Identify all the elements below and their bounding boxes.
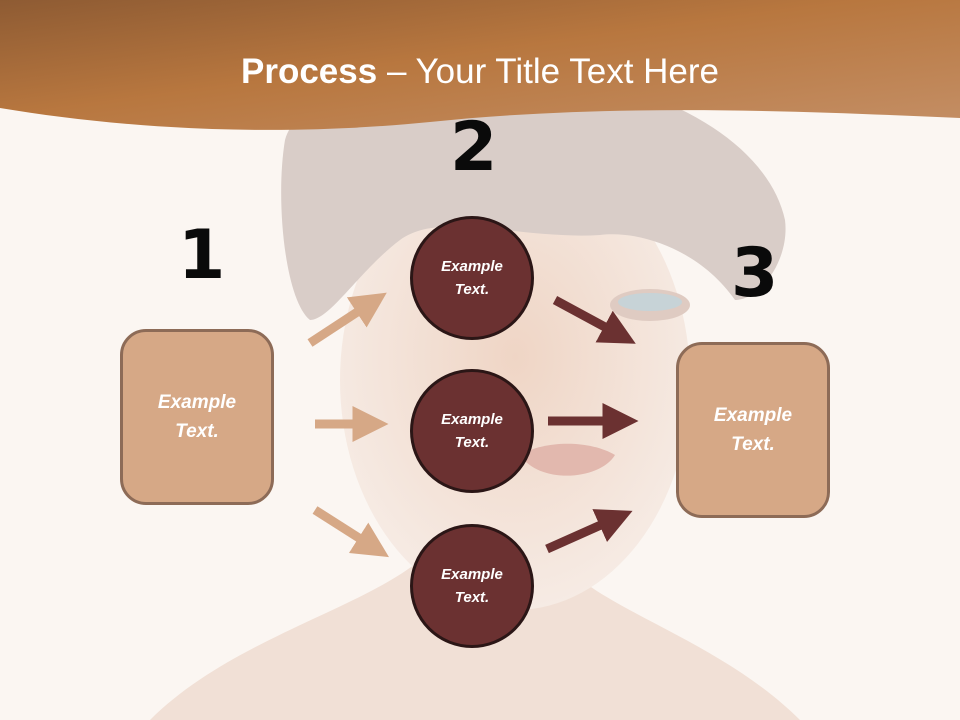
arrow-left-to-top	[307, 292, 387, 347]
step-2-circle-middle: Example Text.	[410, 369, 534, 493]
slide-title: Process – Your Title Text Here	[0, 52, 960, 92]
step-3-box: Example Text.	[676, 342, 830, 518]
step-number-2: 2	[450, 108, 498, 187]
step-2-circle-bottom: Example Text.	[410, 524, 534, 648]
circle-middle-line2: Text.	[454, 434, 490, 451]
step-1-text-line2: Text.	[175, 421, 219, 442]
arrow-left-to-bottom	[312, 506, 389, 558]
step-1-box: Example Text.	[120, 329, 274, 505]
circle-middle-line1: Example	[441, 411, 503, 428]
circle-bottom-line2: Text.	[454, 589, 490, 606]
step-2-circle-top: Example Text.	[410, 216, 534, 340]
arrow-top-to-right	[552, 296, 636, 344]
step-3-text-line2: Text.	[731, 434, 775, 455]
step-1-text-line1: Example	[157, 392, 237, 413]
arrow-bottom-to-right	[545, 509, 633, 554]
step-3-text-line1: Example	[713, 405, 793, 426]
title-rest: – Your Title Text Here	[377, 52, 719, 91]
circle-top-line1: Example	[441, 258, 503, 275]
step-number-1: 1	[178, 216, 226, 295]
circle-bottom-line1: Example	[441, 566, 503, 583]
title-bold: Process	[241, 52, 378, 91]
step-number-3: 3	[731, 234, 779, 313]
circle-top-line2: Text.	[454, 281, 490, 298]
